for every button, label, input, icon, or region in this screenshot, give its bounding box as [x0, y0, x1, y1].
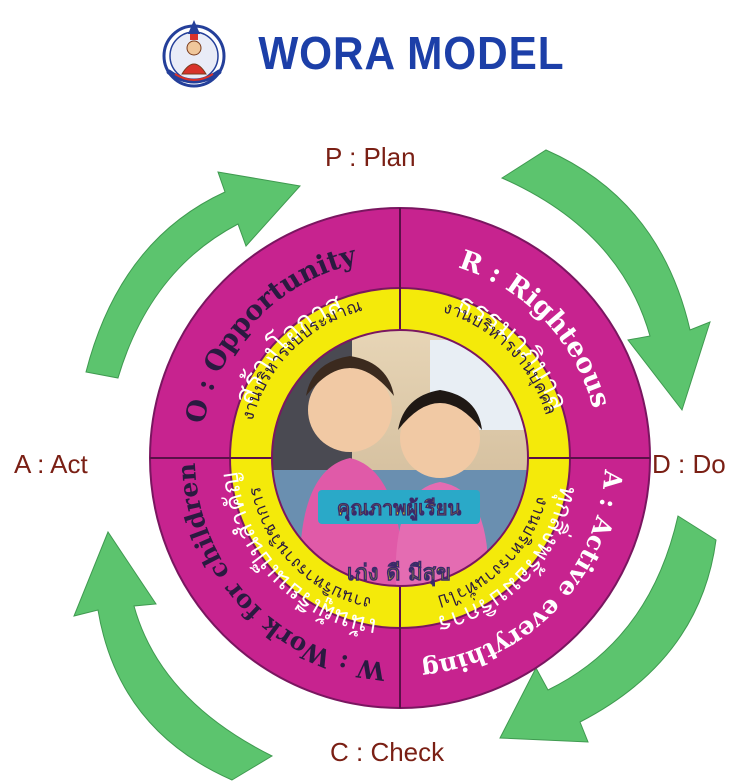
cycle-arrows	[73, 149, 717, 781]
center-caption-box	[318, 490, 480, 524]
do-label: D : Do	[652, 449, 726, 479]
plan-label: P : Plan	[325, 142, 416, 172]
center-photo	[272, 330, 528, 586]
school-logo	[155, 14, 233, 92]
act-label: A : Act	[14, 449, 88, 479]
header: WORA MODEL	[0, 8, 732, 98]
arrow-do-to-check	[499, 515, 717, 743]
arrow-act-to-plan	[85, 171, 301, 379]
arrow-plan-to-do	[500, 149, 711, 412]
check-label: C : Check	[330, 737, 445, 767]
page-title: WORA MODEL	[257, 27, 565, 79]
center-line-1: คุณภาพผู้เรียน	[337, 496, 462, 522]
arrow-check-to-act	[73, 530, 274, 781]
school-emblem-icon	[162, 20, 226, 88]
center-line-2: เก่ง ดี มีสุข	[347, 561, 451, 587]
